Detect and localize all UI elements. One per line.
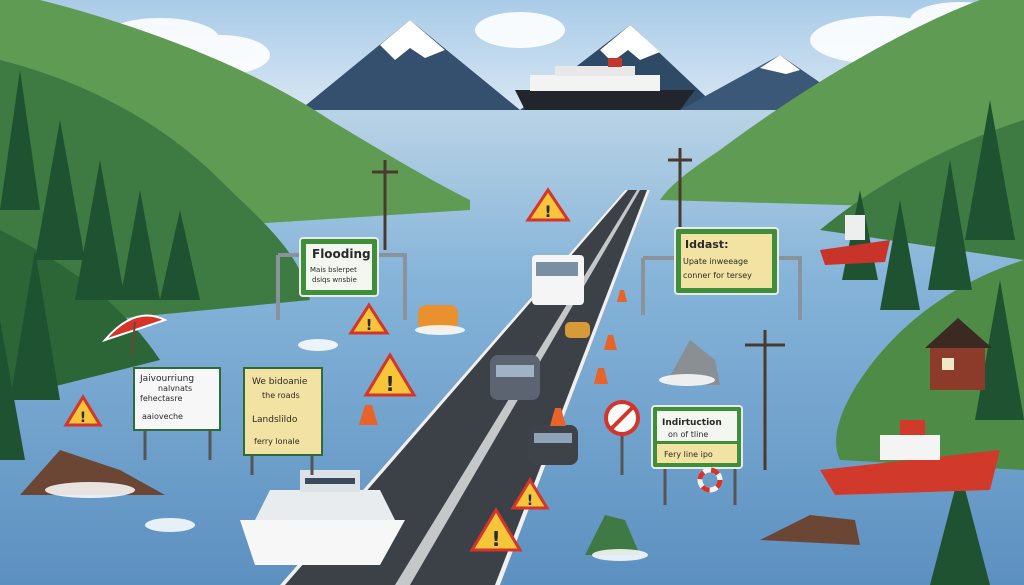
left-board-line1: Jaivourriung: [139, 374, 194, 384]
svg-text:!: !: [491, 527, 500, 551]
warning-triangle-icon: !: [469, 507, 523, 552]
yellow-board-line4: ferry lonale: [254, 437, 300, 446]
warning-triangle-icon: !: [525, 187, 571, 222]
right-info-board: Indirtuction on of tline Fery line ipo: [651, 405, 743, 505]
svg-text:!: !: [527, 493, 533, 509]
left-gantry-sign: Flooding Mais bslerpet dsiqs wnsbie: [299, 237, 379, 297]
water-splashes: [45, 325, 715, 561]
beach-umbrella: [101, 314, 168, 356]
right-pine-trees: [842, 100, 1024, 585]
svg-text:!: !: [544, 202, 551, 221]
left-gantry-line1: Mais bslerpet: [310, 266, 357, 274]
debris: [20, 340, 860, 555]
svg-text:!: !: [366, 316, 373, 334]
no-entry-sign: [604, 400, 640, 475]
svg-text:!: !: [80, 410, 86, 426]
left-board-line2: nalvnats: [158, 384, 192, 393]
traffic-cones: [359, 290, 627, 426]
warning-triangle-icon: !: [510, 477, 550, 510]
capsized-boat: [820, 215, 890, 265]
right-gantry-line2: conner for tersey: [683, 271, 752, 280]
left-board-line3: fehectasre: [140, 394, 182, 403]
life-ring: [697, 467, 723, 493]
right-board-line1: Indirtuction: [662, 418, 722, 428]
yellow-board-line1: We bidoanie: [252, 377, 308, 387]
right-gantry-sign: Iddast: Upate inweeage conner for tersey: [674, 227, 779, 295]
left-gantry-title: Flooding: [312, 247, 371, 261]
warning-triangle-icon: !: [63, 394, 103, 427]
vehicles: [418, 255, 590, 465]
right-gantry-title: Iddast:: [685, 238, 728, 251]
red-tug-boat: [820, 420, 1000, 495]
right-gantry-line1: Upate inweeage: [683, 257, 748, 266]
right-board-line3: Fery line ipo: [664, 450, 713, 459]
yellow-board-line2: the roads: [262, 391, 300, 400]
left-pine-trees: [0, 70, 200, 460]
warning-triangle-icon: !: [348, 302, 390, 335]
cruise-ship: [515, 58, 695, 110]
ferry-boat: [240, 470, 405, 565]
yellow-info-board: We bidoanie the roads Landslildo ferry l…: [243, 367, 323, 475]
right-board-line2: on of tline: [668, 430, 708, 439]
left-hillside: [0, 0, 470, 400]
svg-text:!: !: [385, 372, 394, 396]
left-gantry-line2: dsiqs wnsbie: [312, 276, 357, 284]
yellow-board-line3: Landslildo: [252, 415, 298, 425]
warning-triangles: ! ! ! ! ! !: [63, 187, 571, 552]
red-cabin: [925, 318, 992, 390]
left-board-line4: aaioveche: [142, 412, 183, 421]
warning-triangle-icon: !: [363, 352, 417, 397]
left-info-board: Jaivourriung nalvnats fehectasre aaiovec…: [133, 367, 221, 460]
